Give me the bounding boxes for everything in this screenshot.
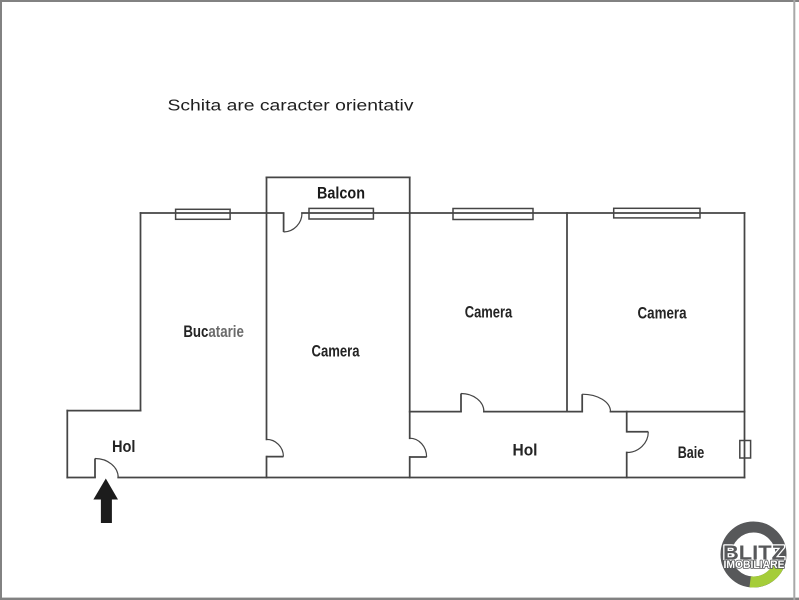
entrance-arrow-group (93, 478, 118, 523)
door-camera-3-swing-arc (582, 393, 612, 412)
room-label-balcon: Balcon (317, 184, 365, 203)
room-label-baie: Baie (678, 443, 705, 462)
door-camera-2-swing-arc (460, 392, 485, 412)
frame-border-left (0, 0, 2, 600)
window-camera-3 (612, 207, 701, 219)
door-baie (626, 430, 649, 454)
door-balcon (282, 212, 303, 233)
doors-group (94, 212, 649, 478)
frame-border-bottom (0, 597, 799, 600)
room-label-bucatarie: Bucatarie (183, 322, 243, 341)
room-label-camera-2: Camera (465, 303, 513, 322)
window-camera-2 (452, 207, 534, 221)
logo-subtitle-text: IMOBILIARE (724, 559, 785, 571)
window-balcon (308, 207, 375, 220)
door-camera-2 (460, 392, 485, 412)
door-camera-1-left-swing-arc (266, 438, 284, 457)
door-camera-1-right (409, 437, 428, 458)
room-label-camera-1: Camera (312, 342, 360, 361)
door-balcon-swing-arc (283, 212, 303, 233)
logo-accent-arc (749, 563, 784, 588)
disclaimer-text: Schita are caracter orientativ (168, 98, 414, 115)
window-bucatarie (174, 208, 231, 221)
room-label-hol-1: Hol (112, 437, 136, 456)
door-camera-3 (581, 393, 612, 412)
door-entrance (94, 457, 119, 478)
room-label-hol-2: Hol (513, 441, 538, 460)
door-entrance-swing-arc (94, 457, 119, 478)
agency-logo: BLITZ IMOBILIARE (720, 521, 787, 588)
windows-group (174, 207, 752, 459)
frame-border-top (0, 0, 799, 2)
door-camera-1-right-swing-arc (409, 437, 428, 458)
door-camera-1-left (266, 438, 284, 458)
door-baie-swing-arc (626, 431, 649, 454)
room-label-camera-3: Camera (638, 304, 687, 323)
walls-group (66, 176, 746, 479)
window-baie (739, 439, 752, 459)
frame-border-right (793, 0, 796, 600)
entrance-arrow (93, 478, 118, 523)
logo-brand-text: BLITZ (723, 542, 785, 565)
